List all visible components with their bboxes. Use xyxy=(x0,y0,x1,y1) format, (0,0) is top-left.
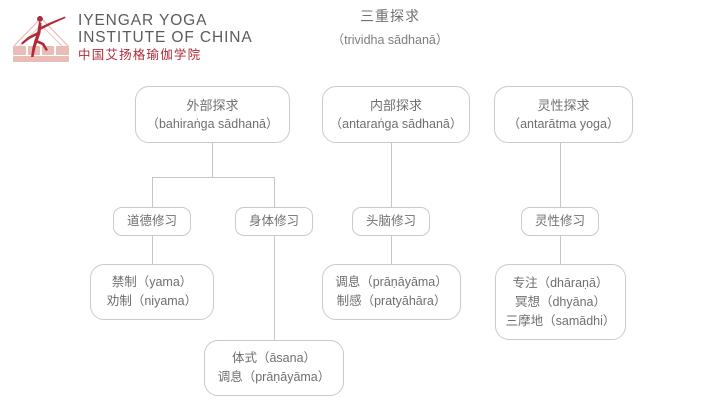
leaf-item: 制感（pratyāhāra） xyxy=(336,294,447,308)
diagram-title-cn: 三重探求 xyxy=(360,8,420,24)
leaf-mind-items[interactable]: 调息（prāṇāyāma） 制感（pratyāhāra） xyxy=(322,264,461,320)
node-spiritual-quest-en: （antarātma yoga） xyxy=(507,116,620,131)
brand-line-cn: 中国艾扬格瑜伽学院 xyxy=(78,48,202,62)
connector-outer-to-moral xyxy=(152,177,153,207)
node-mind-practice-label: 头脑修习 xyxy=(365,214,416,228)
leaf-body-items[interactable]: 体式（āsana） 调息（prāṇāyāma） xyxy=(204,340,344,396)
diagram-title-en: （trividha sādhanā） xyxy=(331,33,449,47)
node-outer-sadhana[interactable]: 外部探求 （bahiraṅga sādhanā） xyxy=(135,86,290,143)
connector-outer-to-body xyxy=(274,177,275,207)
connector-moral-to-leaf xyxy=(152,236,153,264)
leaf-item: 冥想（dhyāna） xyxy=(514,294,606,309)
node-moral-practice-label: 道德修习 xyxy=(126,214,177,228)
connector-inner-to-mind xyxy=(391,143,392,207)
leaf-item: 调息（prāṇāyāma） xyxy=(217,370,331,384)
node-inner-sadhana-cn: 内部探求 xyxy=(369,97,422,113)
iyengar-yoga-figure-logo xyxy=(10,8,72,66)
node-inner-sadhana-en: （antaraṅga sādhanā） xyxy=(329,116,463,131)
node-mind-practice[interactable]: 头脑修习 xyxy=(352,207,430,236)
brand-wordmark: IYENGAR YOGA INSTITUTE OF CHINA 中国艾扬格瑜伽学… xyxy=(78,12,253,63)
leaf-item: 禁制（yama） xyxy=(111,275,193,289)
brand-logo: IYENGAR YOGA INSTITUTE OF CHINA 中国艾扬格瑜伽学… xyxy=(10,8,270,70)
connector-body-to-leaf xyxy=(274,236,275,340)
node-spiritual-quest[interactable]: 灵性探求 （antarātma yoga） xyxy=(494,86,633,143)
connector-outer-split xyxy=(152,177,274,178)
leaf-soul-items[interactable]: 专注（dhāraṇā） 冥想（dhyāna） 三摩地（samādhi） xyxy=(495,264,626,340)
node-body-practice[interactable]: 身体修习 xyxy=(235,207,313,236)
node-moral-practice[interactable]: 道德修习 xyxy=(113,207,191,236)
connector-spirit-to-soul xyxy=(560,143,561,207)
node-outer-sadhana-en: （bahiraṅga sādhanā） xyxy=(146,116,279,131)
leaf-moral-items[interactable]: 禁制（yama） 劝制（niyama） xyxy=(90,264,214,320)
node-soul-practice-label: 灵性修习 xyxy=(534,214,585,228)
leaf-item: 劝制（niyama） xyxy=(106,294,198,308)
brand-line-1: IYENGAR YOGA xyxy=(78,12,208,29)
leaf-item: 体式（āsana） xyxy=(231,351,317,365)
leaf-item: 调息（prāṇāyāma） xyxy=(335,275,448,289)
connector-outer-stem xyxy=(212,143,213,177)
node-body-practice-label: 身体修习 xyxy=(248,214,299,228)
leaf-item: 三摩地（samādhi） xyxy=(505,313,616,328)
node-inner-sadhana[interactable]: 内部探求 （antaraṅga sādhanā） xyxy=(322,86,470,143)
diagram-title: 三重探求 （trividha sādhanā） xyxy=(300,6,480,50)
node-spiritual-quest-cn: 灵性探求 xyxy=(537,97,590,113)
connector-soul-to-leaf xyxy=(560,236,561,264)
leaf-item: 专注（dhāraṇā） xyxy=(512,275,609,290)
brand-line-2: INSTITUTE OF CHINA xyxy=(78,29,253,46)
node-soul-practice[interactable]: 灵性修习 xyxy=(521,207,599,236)
node-outer-sadhana-cn: 外部探求 xyxy=(186,97,239,113)
connector-mind-to-leaf xyxy=(391,236,392,264)
